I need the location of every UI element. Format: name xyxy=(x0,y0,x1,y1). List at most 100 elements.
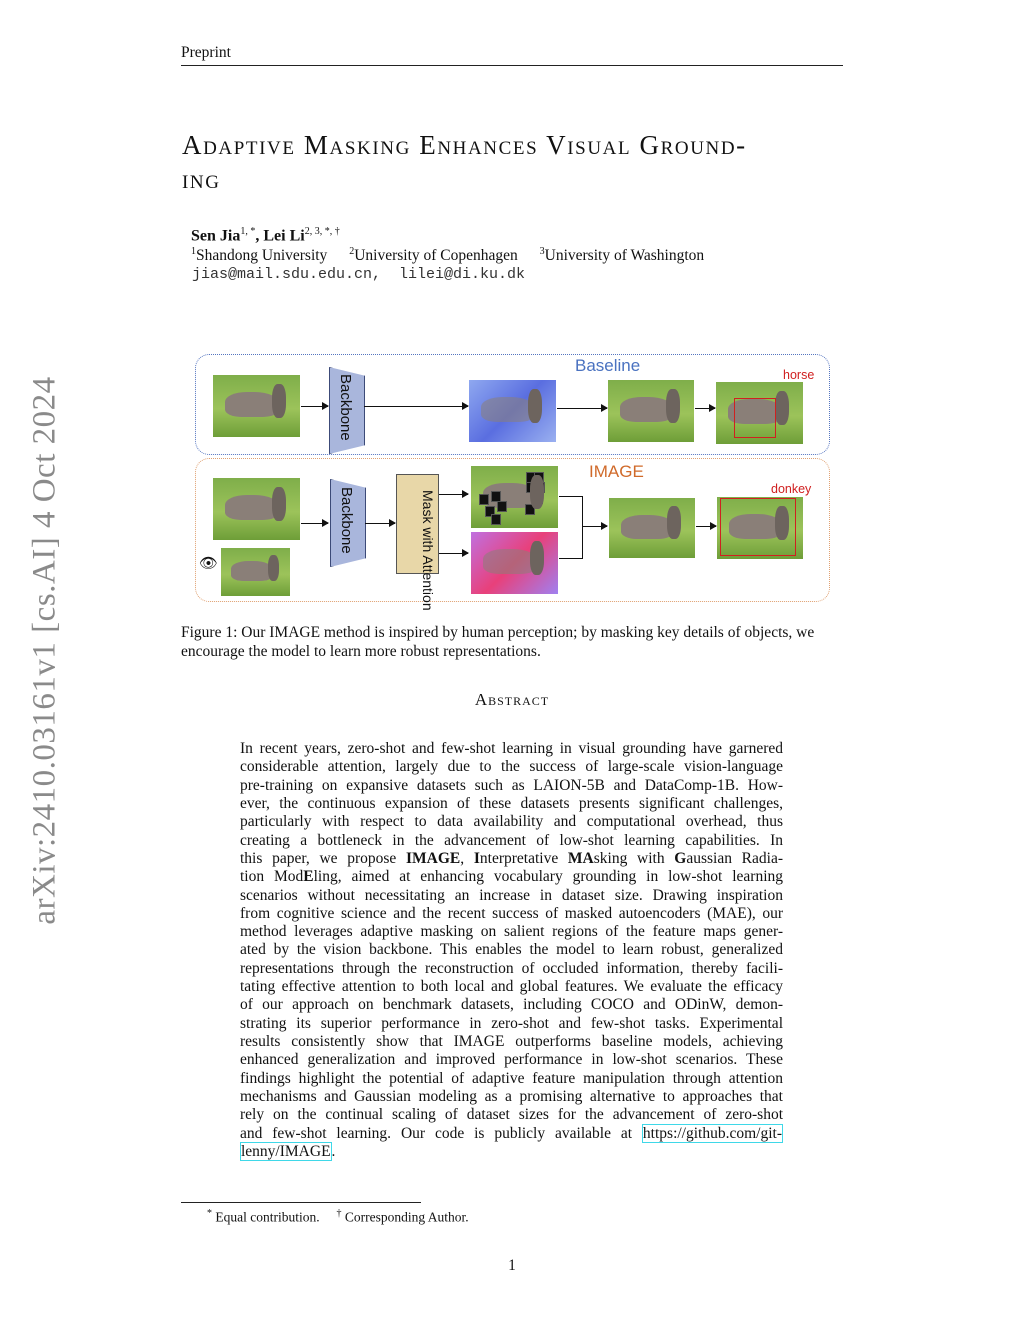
input-image xyxy=(213,375,300,437)
connector xyxy=(559,496,583,497)
abstract-line: lenny/IMAGE. xyxy=(240,1141,783,1161)
code-link[interactable]: https://github.com/git- xyxy=(641,1123,783,1143)
abstract-text: MA xyxy=(567,849,594,867)
code-link[interactable]: lenny/IMAGE xyxy=(240,1141,332,1161)
abstract-line: mechanisms and Gaussian modeling as a pr… xyxy=(240,1088,783,1106)
abstract-line: pre-training on expansive datasets such … xyxy=(240,777,783,795)
abstract-text: ever, the continuous expansion of these … xyxy=(240,794,783,812)
header-rule xyxy=(181,65,843,66)
affiliation: 3University of Washington xyxy=(539,246,705,265)
abstract-text: from cognitive science and the recent su… xyxy=(240,904,783,922)
image-label: IMAGE xyxy=(589,462,644,481)
footnote-equal: Equal contribution. xyxy=(215,1209,320,1225)
running-header: Preprint xyxy=(181,44,231,61)
abstract-line: tating effective attention to both local… xyxy=(240,978,783,996)
abstract-line: this paper, we propose IMAGE, Interpreta… xyxy=(240,850,783,868)
abstract-text: strating its superior performance in zer… xyxy=(240,1014,783,1032)
paper-title-line1: Adaptive Masking Enhances Visual Ground- xyxy=(182,130,747,160)
author-sup: 2, 3, *, † xyxy=(304,226,340,237)
abstract-text: this paper, we propose xyxy=(240,849,407,867)
abstract-text: enhanced generalization and improved per… xyxy=(240,1051,783,1069)
prediction-image xyxy=(717,497,803,559)
author-name: Lei Li xyxy=(263,227,305,245)
abstract-text: . xyxy=(331,1142,336,1160)
abstract-text: I xyxy=(473,849,480,867)
abstract-text: ling, aimed at enhancing vocabulary grou… xyxy=(313,868,784,886)
arrow xyxy=(557,404,608,412)
arrow xyxy=(301,519,329,527)
eye-icon: 👁 xyxy=(199,555,219,572)
abstract-line: rely on the continual scaling of dataset… xyxy=(240,1106,783,1124)
abstract-line: enhanced generalization and improved per… xyxy=(240,1051,783,1069)
input-image xyxy=(213,478,300,540)
arrow xyxy=(365,519,396,527)
attention-map-baseline xyxy=(469,380,556,442)
abstract-line: tion ModEling, aimed at enhancing vocabu… xyxy=(240,868,783,886)
backbone-block xyxy=(330,479,366,567)
abstract-line: ever, the continuous expansion of these … xyxy=(240,795,783,813)
abstract-text: ated by the vision backbone. This enable… xyxy=(240,941,783,959)
abstract-text: representations through the reconstructi… xyxy=(240,959,783,977)
abstract-body: In recent years, zero-shot and few-shot … xyxy=(240,740,783,1161)
abstract-text: of our approach on benchmark datasets, i… xyxy=(240,996,783,1014)
prediction-donkey: donkey xyxy=(771,482,812,496)
attention-map-image xyxy=(471,532,558,594)
affiliations: 1Shandong University 2University of Cope… xyxy=(191,246,722,265)
abstract-text: particularly with respect to data availa… xyxy=(240,813,783,831)
abstract-text: , xyxy=(460,849,474,867)
arrow xyxy=(695,404,716,412)
prediction-horse: horse xyxy=(783,368,815,382)
feature-image xyxy=(609,498,695,558)
abstract-text: nterpretative xyxy=(479,849,568,867)
abstract-line: results consistently show that IMAGE out… xyxy=(240,1033,783,1051)
author-name: Sen Jia xyxy=(191,227,241,245)
author-sup: 1, * xyxy=(240,226,256,237)
mask-attention-label: Mask with Attention xyxy=(420,490,436,611)
abstract-text: pre-training on expansive datasets such … xyxy=(240,776,783,794)
arxiv-identifier: arXiv:2410.03161v1 [cs.AI] 4 Oct 2024 xyxy=(26,376,63,925)
abstract-heading: Abstract xyxy=(474,690,550,709)
bounding-box xyxy=(720,498,796,556)
abstract-line: findings highlight the potential of adap… xyxy=(240,1070,783,1088)
bounding-box xyxy=(734,398,776,438)
abstract-text: tating effective attention to both local… xyxy=(240,978,783,996)
author-list: Sen Jia1, *, Lei Li2, 3, *, † xyxy=(191,226,340,245)
mask-attention-block xyxy=(396,474,439,574)
abstract-line: and few-shot learning. Our code is publi… xyxy=(240,1123,783,1143)
abstract-line: from cognitive science and the recent su… xyxy=(240,905,783,923)
footnote-corresponding: Corresponding Author. xyxy=(344,1209,469,1225)
abstract-text: G xyxy=(674,849,687,867)
abstract-text: E xyxy=(303,868,314,886)
abstract-text: results consistently show that IMAGE out… xyxy=(240,1033,783,1050)
arrow xyxy=(439,490,469,498)
backbone-label: Backbone xyxy=(338,487,355,554)
abstract-text: considerable attention, largely due to t… xyxy=(240,758,783,776)
feature-image xyxy=(608,380,694,442)
author-emails: jias@mail.sdu.edu.cn, lilei@di.ku.dk xyxy=(192,266,526,283)
abstract-text: In recent years, zero-shot and few-shot … xyxy=(240,740,783,757)
footnotes: * Equal contribution. † Corresponding Au… xyxy=(207,1208,469,1225)
abstract-line: of our approach on benchmark datasets, i… xyxy=(240,996,783,1014)
abstract-text: creating a bottleneck in the advancement… xyxy=(240,831,783,849)
baseline-label: Baseline xyxy=(575,356,641,375)
arrow xyxy=(696,522,717,530)
abstract-text: aussian Radia- xyxy=(686,849,783,867)
affiliation: 1Shandong University xyxy=(191,246,328,265)
abstract-line: considerable attention, largely due to t… xyxy=(240,758,783,776)
masked-image xyxy=(471,466,558,528)
backbone-label: Backbone xyxy=(337,374,354,441)
abstract-line: particularly with respect to data availa… xyxy=(240,813,783,831)
arrow xyxy=(364,402,469,410)
abstract-text: tion Mod xyxy=(240,868,304,886)
page-number: 1 xyxy=(508,1257,516,1274)
affiliation: 2University of Copenhagen xyxy=(349,246,518,265)
connector xyxy=(582,496,583,559)
abstract-line: creating a bottleneck in the advancement… xyxy=(240,832,783,850)
abstract-text: sking with xyxy=(593,849,675,867)
connector xyxy=(559,558,583,559)
paper-title-line2: ing xyxy=(182,164,221,194)
abstract-text: IMAGE xyxy=(406,849,461,867)
arrow xyxy=(583,522,608,530)
abstract-text: scenarios without necessitating an incre… xyxy=(240,886,783,904)
abstract-line: method leverages adaptive masking on sal… xyxy=(240,923,783,941)
